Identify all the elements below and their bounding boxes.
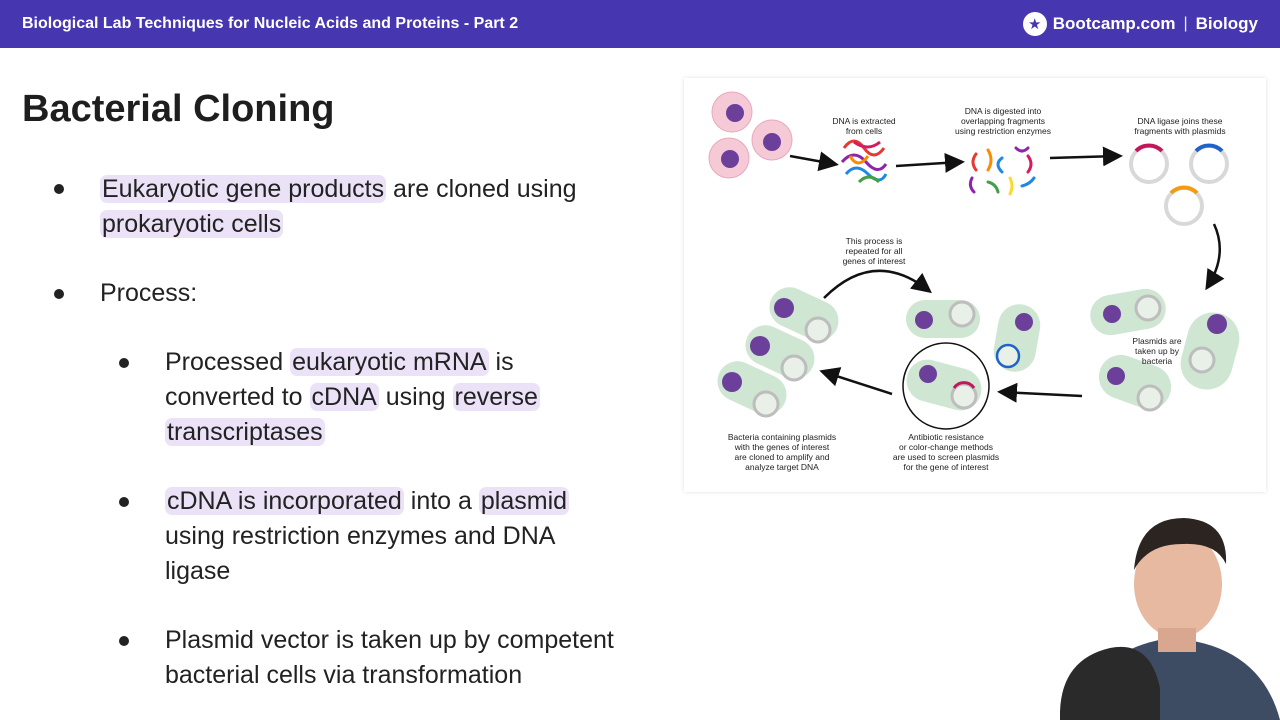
sub-bullet-dot xyxy=(119,497,129,507)
cloned-bacteria xyxy=(717,287,839,418)
sub-bullet-2-line-2: using restriction enzymes and DNA xyxy=(165,522,556,550)
plasmid xyxy=(948,300,976,328)
arrow xyxy=(997,382,1083,403)
sub-bullet-3-line-2: bacterial cells via transformation xyxy=(165,661,523,689)
highlight: prokaryotic cells xyxy=(100,210,284,238)
presenter-webcam xyxy=(1060,512,1280,720)
sub-bullet-2-line-1: cDNA is incorporated into a plasmid xyxy=(165,487,570,515)
microphone xyxy=(1060,646,1160,720)
label-clone-4: analyze target DNA xyxy=(745,462,819,472)
label-digest-3: using restriction enzymes xyxy=(955,126,1051,136)
arrow xyxy=(895,152,965,173)
sub-bullet-dot xyxy=(119,636,129,646)
highlight: plasmid xyxy=(478,487,570,515)
bullet-1-line-2: prokaryotic cells xyxy=(100,207,284,242)
label-repeat-2: repeated for all xyxy=(846,246,903,256)
label-repeat-1: This process is xyxy=(846,236,903,246)
highlight: eukaryotic mRNA xyxy=(290,348,489,376)
bullet-dot xyxy=(54,289,64,299)
highlight: reverse xyxy=(452,383,540,411)
label-screen-4: for the gene of interest xyxy=(903,462,989,472)
sub-bullet-1-line-1: Processed eukaryotic mRNA is xyxy=(165,348,514,376)
label-clone-1: Bacteria containing plasmids xyxy=(728,432,836,442)
arrow xyxy=(1049,146,1123,167)
sub-bullet-2-line-3: ligase xyxy=(165,557,231,585)
screening-cell xyxy=(902,342,990,430)
label-clone-2: with the genes of interest xyxy=(734,442,830,452)
cloning-diagram: DNA is extracted from cells DNA is diges… xyxy=(684,78,1266,492)
plasmids xyxy=(1129,143,1229,226)
arrow xyxy=(819,367,893,396)
label-repeat-3: genes of interest xyxy=(843,256,906,266)
bullet-dot xyxy=(54,184,64,194)
sub-bullet-1-line-2: converted to cDNA using reverse xyxy=(165,383,540,411)
label-extract-2: from cells xyxy=(846,126,882,136)
label-uptake-2: taken up by xyxy=(1135,346,1180,356)
label-ligase-2: fragments with plasmids xyxy=(1134,126,1225,136)
highlight: Eukaryotic gene products xyxy=(100,175,387,203)
brand-name: Bootcamp.com xyxy=(1052,14,1176,33)
label-uptake-3: bacteria xyxy=(1142,356,1173,366)
nucleoid xyxy=(915,311,933,329)
bacteria-uptake xyxy=(1090,288,1240,412)
plasmid xyxy=(995,343,1021,369)
label-screen-2: or color-change methods xyxy=(899,442,993,452)
label-screen-1: Antibiotic resistance xyxy=(908,432,984,442)
bullet-1-line-1: Eukaryotic gene products are cloned usin… xyxy=(100,175,577,203)
sub-bullet-3-line-1: Plasmid vector is taken up by competent xyxy=(165,626,614,654)
label-screen-3: are used to screen plasmids xyxy=(893,452,999,462)
label-digest-1: DNA is digested into xyxy=(965,106,1042,116)
highlight: cDNA is incorporated xyxy=(165,487,404,515)
presenter-face xyxy=(1134,530,1222,638)
label-ligase-1: DNA ligase joins these xyxy=(1137,116,1222,126)
highlight: transcriptases xyxy=(165,418,325,446)
slide-title: Bacterial Cloning xyxy=(22,88,335,130)
lecture-title: Biological Lab Techniques for Nucleic Ac… xyxy=(22,15,519,32)
label-extract-1: DNA is extracted xyxy=(832,116,896,126)
dna-tangle xyxy=(840,139,888,184)
presenter-hair xyxy=(1134,518,1227,570)
sub-bullet-dot xyxy=(119,358,129,368)
arrow xyxy=(1205,223,1225,291)
brand-separator: | xyxy=(1183,15,1188,32)
presenter-neck xyxy=(1158,628,1196,652)
label-digest-2: overlapping fragments xyxy=(961,116,1045,126)
dna-fragments xyxy=(968,146,1036,196)
eukaryotic-cells xyxy=(708,91,793,179)
bullet-2-line-1: Process: xyxy=(100,279,198,307)
nucleoid xyxy=(1015,313,1033,331)
sub-bullet-1-line-3: transcriptases xyxy=(165,415,325,450)
star-badge-icon: ★ xyxy=(1022,12,1047,36)
label-uptake-1: Plasmids are xyxy=(1132,336,1181,346)
label-clone-3: are cloned to amplify and xyxy=(735,452,830,462)
top-bar: Biological Lab Techniques for Nucleic Ac… xyxy=(0,0,1280,48)
arrow xyxy=(789,151,839,172)
highlight: cDNA xyxy=(309,383,379,411)
brand-subject: Biology xyxy=(1195,14,1258,33)
brand: ★ Bootcamp.com | Biology xyxy=(1022,12,1258,36)
repeat-arrow xyxy=(823,269,932,299)
